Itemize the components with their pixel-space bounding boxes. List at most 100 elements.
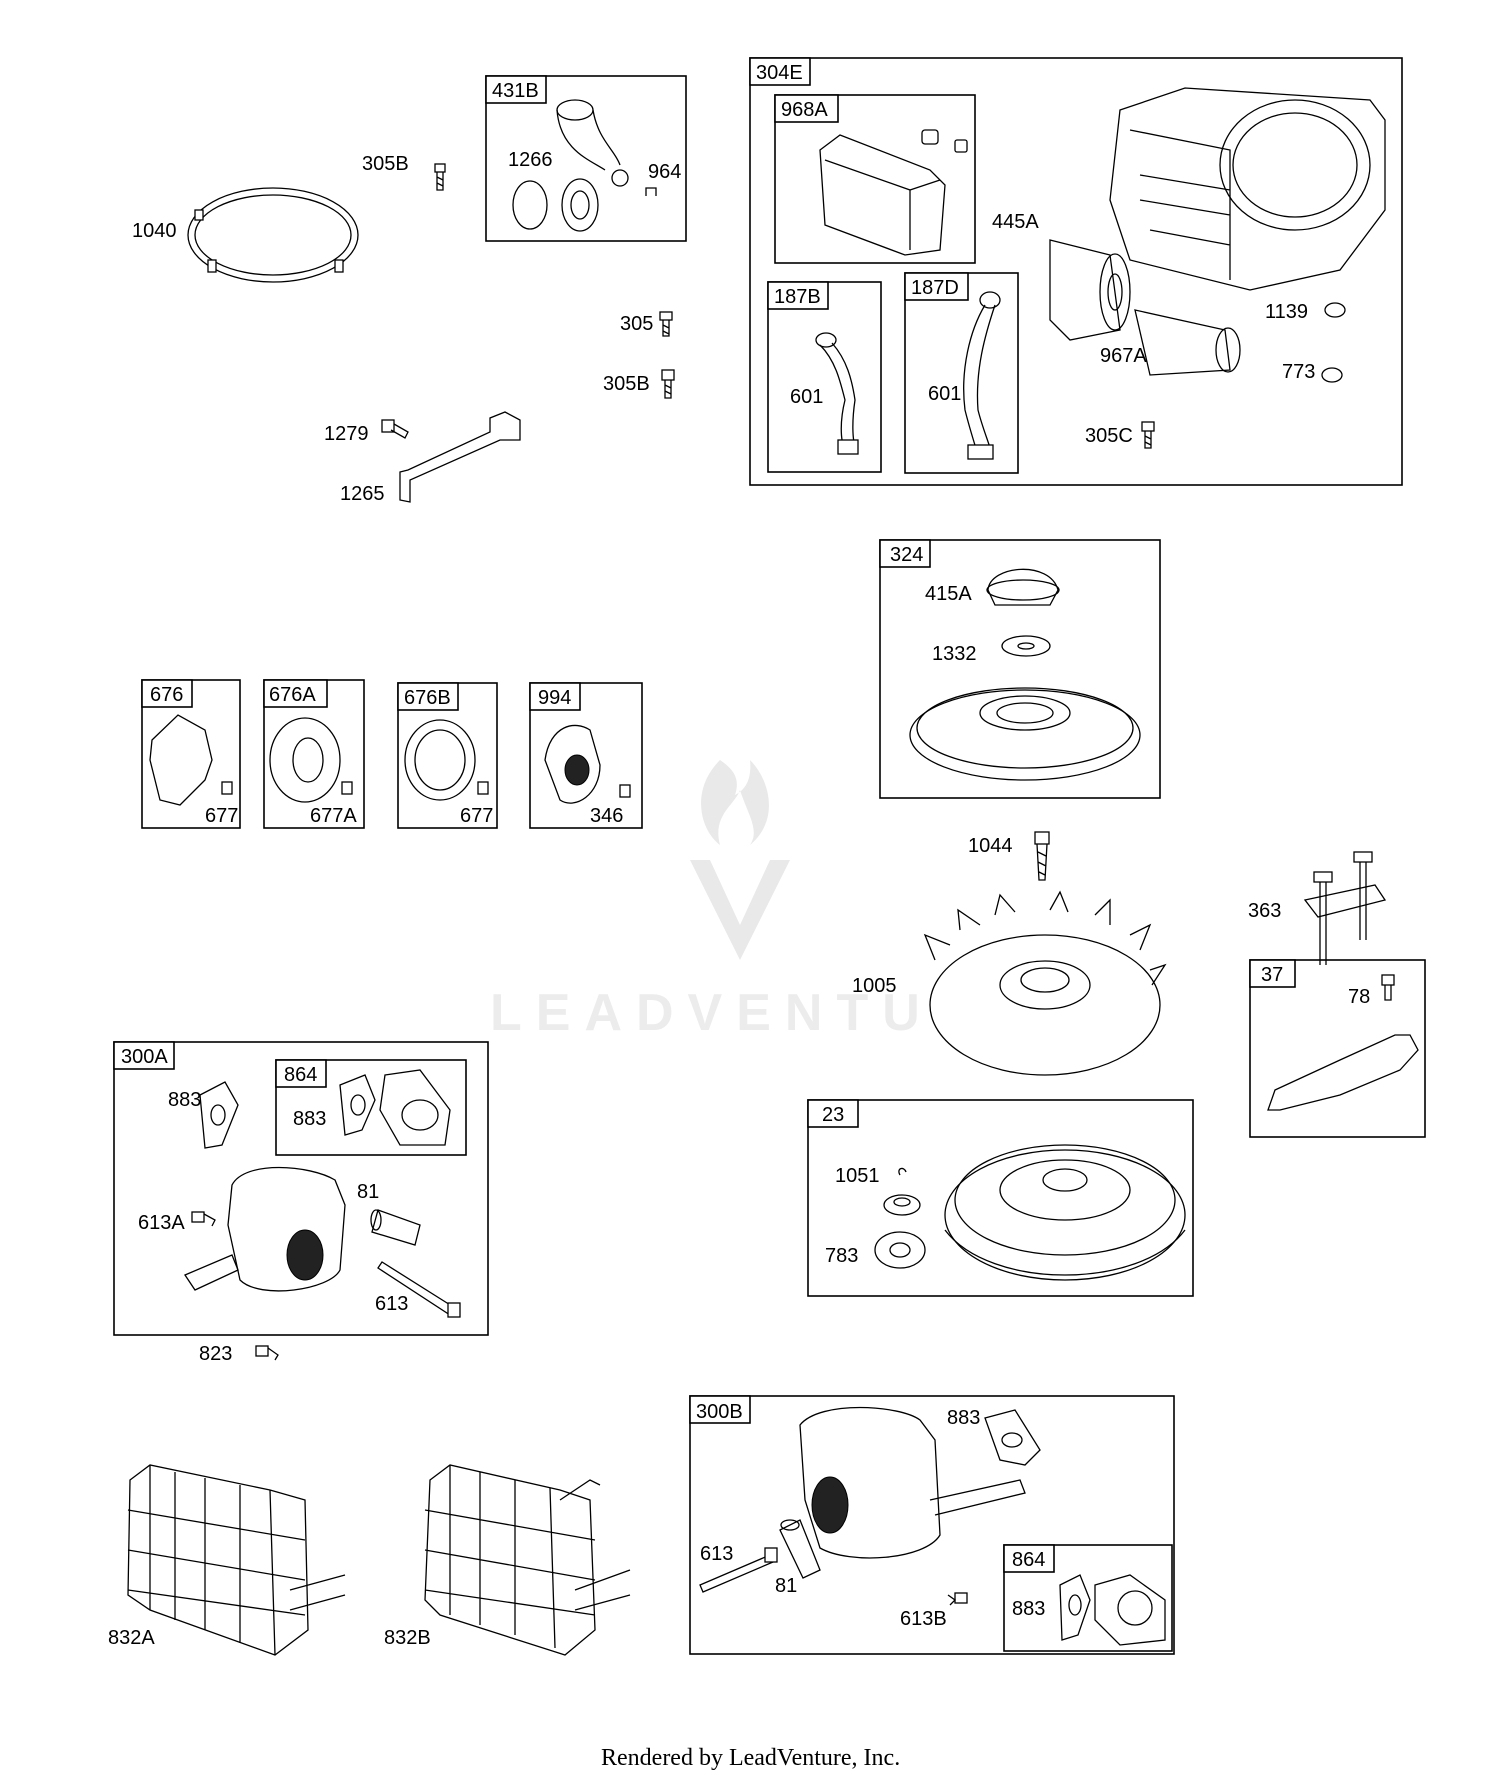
part-613A-screw[interactable] <box>191 1211 216 1227</box>
part-label: 81 <box>775 1575 797 1597</box>
part-1139-washer[interactable] <box>1324 302 1346 318</box>
part-968A-air-filter-cover[interactable] <box>819 129 968 256</box>
part-864-flange[interactable] <box>379 1069 451 1146</box>
part-324-rotating-screen[interactable] <box>909 687 1141 781</box>
group-187B-box <box>767 281 882 473</box>
part-37-shield[interactable] <box>1267 1034 1419 1111</box>
group-label: 431B <box>492 80 539 102</box>
part-1044-screw[interactable] <box>1034 831 1050 881</box>
part-613-bolt-b[interactable] <box>699 1547 778 1593</box>
part-883-gasket-c[interactable] <box>984 1409 1041 1466</box>
group-994-box <box>529 682 643 829</box>
part-864b-flange[interactable] <box>1094 1574 1166 1646</box>
part-1332-washer[interactable] <box>1001 635 1051 657</box>
part-783-gear[interactable] <box>874 1231 926 1269</box>
part-883-gasket[interactable] <box>199 1081 239 1149</box>
group-300B-box <box>689 1395 1175 1655</box>
group-label: 187B <box>774 286 821 308</box>
group-label: 300A <box>121 1046 168 1068</box>
part-label: 883 <box>168 1089 201 1111</box>
part-300B-muffler[interactable] <box>799 1406 1026 1559</box>
group-label: 676 <box>150 684 183 706</box>
part-label: 967A <box>1100 345 1147 367</box>
part-78-screw[interactable] <box>1381 974 1395 1001</box>
part-label: 773 <box>1282 361 1315 383</box>
part-832A-muffler-guard[interactable] <box>127 1464 346 1656</box>
group-label: 864 <box>1012 1549 1045 1571</box>
part-363-bracket[interactable] <box>1303 851 1387 965</box>
part-445A-air-filter[interactable] <box>1049 239 1131 341</box>
part-1266-gasket[interactable] <box>512 180 548 230</box>
part-label: 305C <box>1085 425 1133 447</box>
part-823-screw[interactable] <box>255 1345 279 1361</box>
part-label: 346 <box>590 805 623 827</box>
part-label: 1051 <box>835 1165 880 1187</box>
part-label: 1040 <box>132 220 177 242</box>
part-label: 415A <box>925 583 972 605</box>
part-346-screw[interactable] <box>619 784 631 798</box>
group-label: 304E <box>756 62 803 84</box>
part-1051-key[interactable] <box>898 1167 907 1176</box>
part-187B-breather-tube[interactable] <box>815 332 859 455</box>
part-883-gasket-b[interactable] <box>339 1074 376 1136</box>
part-label: 883 <box>947 1407 980 1429</box>
part-305B-screw-b[interactable] <box>661 369 675 399</box>
group-864b-box <box>1003 1544 1173 1652</box>
part-967A-pre-cleaner[interactable] <box>1134 309 1241 376</box>
part-832B-muffler-guard[interactable] <box>424 1464 631 1656</box>
group-968A-box <box>774 94 976 264</box>
part-677-screw-b[interactable] <box>477 781 489 795</box>
part-300A-muffler[interactable] <box>184 1166 346 1292</box>
part-label: 613B <box>900 1608 947 1630</box>
part-677-screw[interactable] <box>221 781 233 795</box>
part-431B-intake-elbow[interactable] <box>556 99 629 232</box>
part-676A-guard[interactable] <box>269 717 341 803</box>
part-1051-nut[interactable] <box>883 1194 921 1216</box>
group-label: 23 <box>822 1104 844 1126</box>
part-1279-screw[interactable] <box>381 419 409 439</box>
group-304E-box <box>749 57 1403 486</box>
part-676-guard[interactable] <box>149 714 213 806</box>
group-label: 864 <box>284 1064 317 1086</box>
part-305-screw[interactable] <box>659 311 673 337</box>
part-964-clip[interactable] <box>645 187 657 196</box>
part-613-bolt[interactable] <box>377 1261 461 1318</box>
part-305B-screw[interactable] <box>434 163 446 191</box>
part-81-sleeve[interactable] <box>370 1209 421 1246</box>
part-23-flywheel[interactable] <box>944 1144 1186 1281</box>
part-label: 1005 <box>852 975 897 997</box>
group-label: 300B <box>696 1401 743 1423</box>
group-label: 37 <box>1261 964 1283 986</box>
part-label: 1332 <box>932 643 977 665</box>
part-883-gasket-d[interactable] <box>1059 1574 1091 1641</box>
part-304E-blower-housing[interactable] <box>1109 87 1386 291</box>
part-label: 445A <box>992 211 1039 233</box>
group-864-box <box>275 1059 467 1156</box>
part-label: 832B <box>384 1627 431 1649</box>
part-label: 677A <box>310 805 357 827</box>
part-677A-screw[interactable] <box>341 781 353 795</box>
part-613B-screw[interactable] <box>947 1592 968 1606</box>
part-676B-guard[interactable] <box>404 719 476 801</box>
group-431B-box <box>485 75 687 242</box>
part-1040-ring[interactable] <box>187 187 359 283</box>
group-23-box <box>807 1099 1194 1297</box>
part-81-sleeve-b[interactable] <box>779 1519 821 1579</box>
part-label: 1265 <box>340 483 385 505</box>
group-label: 187D <box>911 277 959 299</box>
v-logo-icon <box>690 860 790 960</box>
part-1005-fan[interactable] <box>923 890 1167 1076</box>
part-415A-cup[interactable] <box>986 568 1060 606</box>
part-994-guard[interactable] <box>544 724 601 804</box>
group-label: 324 <box>890 544 923 566</box>
part-label: 81 <box>357 1181 379 1203</box>
group-37-box <box>1249 959 1426 1138</box>
part-1265-bracket[interactable] <box>399 411 521 503</box>
part-label: 305 <box>620 313 653 335</box>
part-187D-breather-tube[interactable] <box>963 291 1001 460</box>
part-305C-screw[interactable] <box>1141 421 1155 449</box>
part-773-ring[interactable] <box>1321 367 1343 383</box>
part-label: 783 <box>825 1245 858 1267</box>
part-label: 613 <box>375 1293 408 1315</box>
